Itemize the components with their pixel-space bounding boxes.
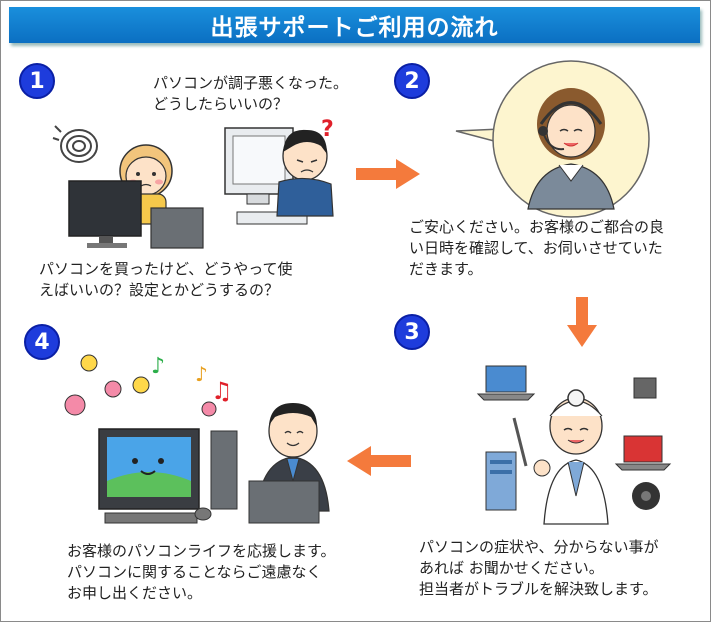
step-1-speech: パソコンが調子悪くなった。 どうしたらいいの？	[153, 74, 349, 113]
step-4-badge: 4	[24, 324, 60, 360]
page-title: 出張サポートご利用の流れ	[9, 7, 700, 43]
step-1-badge: 1	[19, 63, 55, 99]
svg-text:?: ?	[321, 117, 334, 142]
step-2-badge: 2	[394, 63, 430, 99]
arrow-down-icon	[567, 297, 597, 347]
step-3-caption: パソコンの症状や、分からない事が あれば お聞かせください。 担当者がトラブルを…	[419, 538, 659, 598]
arrow-left-icon	[347, 446, 411, 476]
step-3-badge: 3	[394, 314, 430, 350]
troubled-man-illustration: ?	[224, 117, 334, 225]
pc-doctor-illustration	[476, 365, 672, 525]
step-1-caption: パソコンを買ったけど、どうやって使 えばいいの？設定とかどうするの？	[39, 260, 293, 299]
svg-text:♪: ♪	[151, 354, 165, 379]
svg-text:♫: ♫	[211, 377, 233, 405]
step-4-caption: お客様のパソコンライフを応援します。 パソコンに関することならご遠慮なく お申し…	[67, 542, 336, 602]
step-2-caption: ご安心ください。お客様のご都合の良 い日時を確認して、お伺いさせていた だきます…	[409, 218, 665, 278]
svg-text:♪: ♪	[195, 362, 208, 386]
confused-girl-illustration	[52, 125, 204, 249]
support-operator-illustration	[455, 60, 650, 218]
happy-pc-illustration: ♪ ♪ ♫	[64, 354, 330, 524]
arrow-right-icon	[356, 159, 420, 189]
